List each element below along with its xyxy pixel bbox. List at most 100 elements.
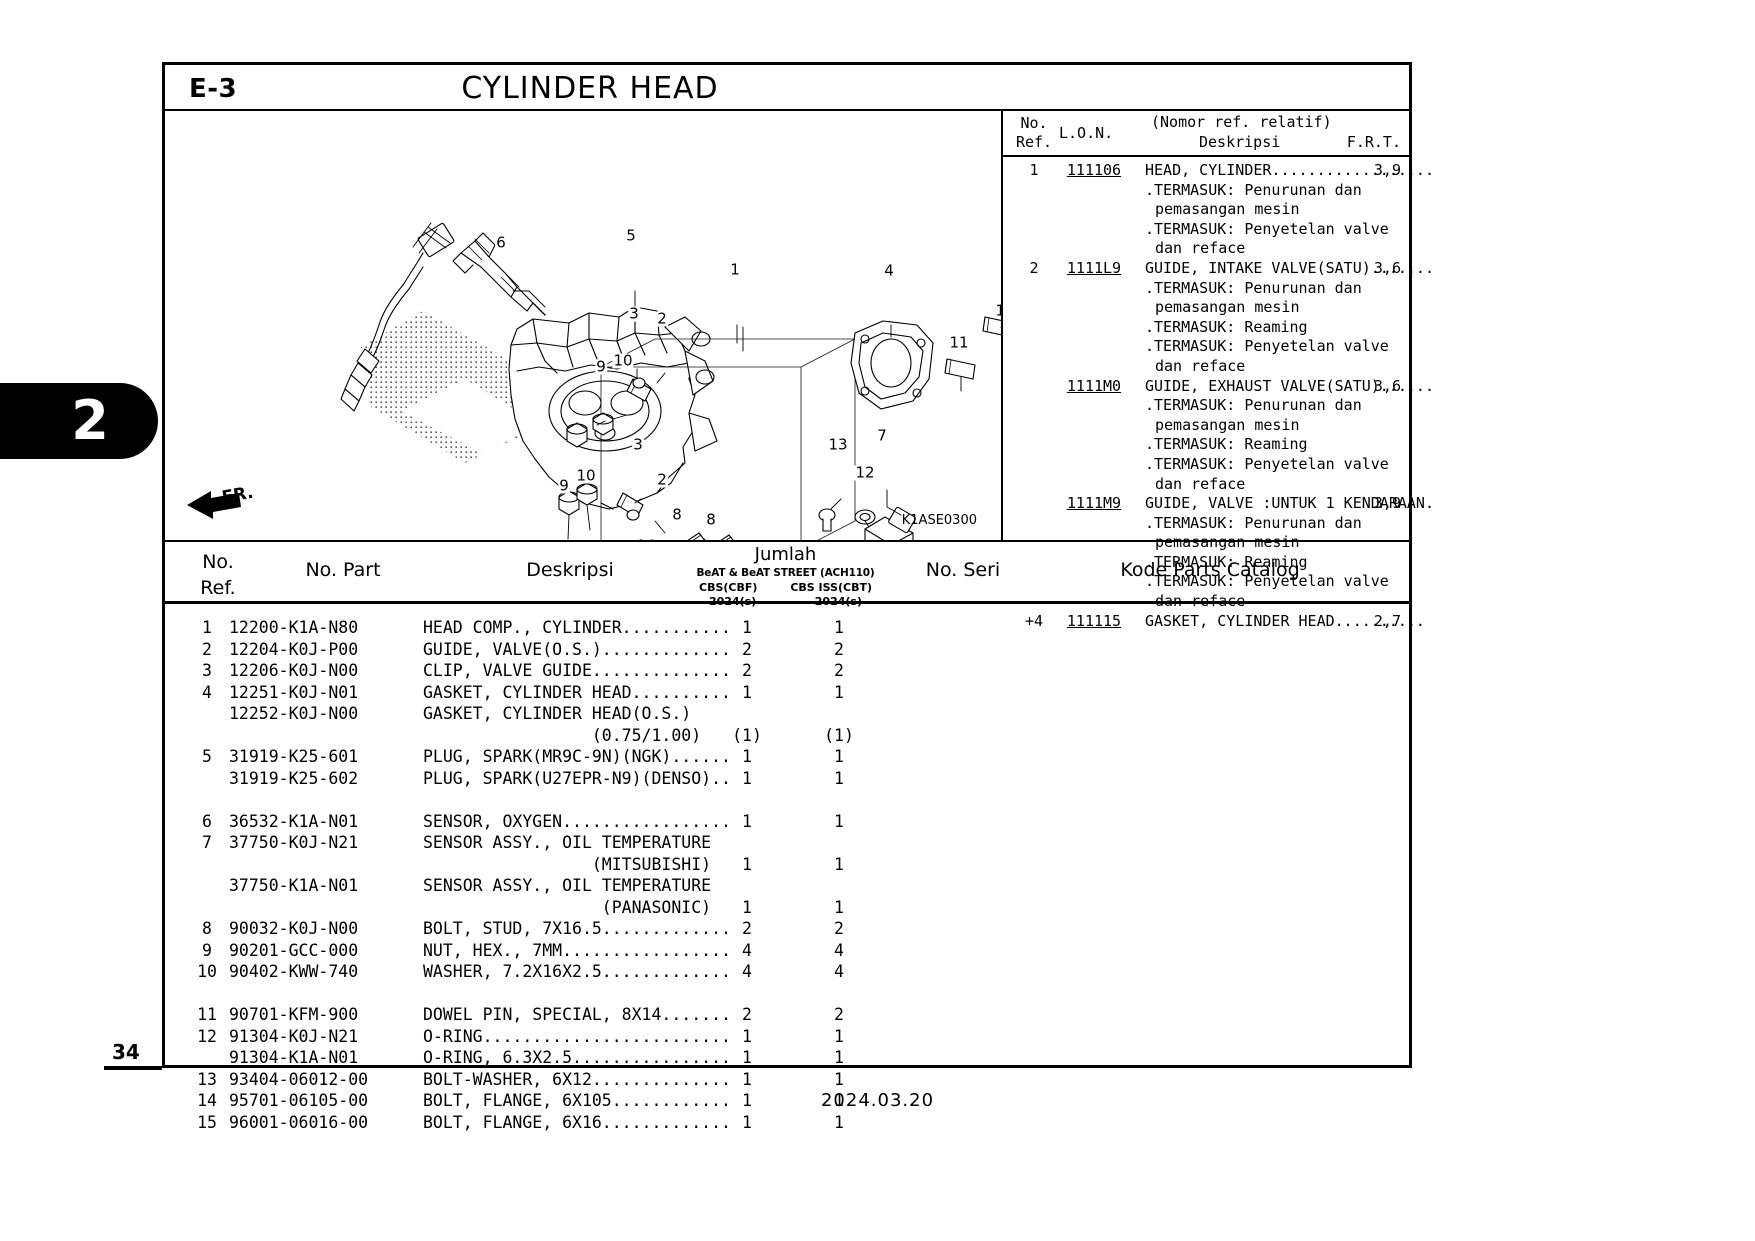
table-row: 3 12206-K0J-N00 CLIP, VALVE GUIDE.........… xyxy=(165,661,1409,683)
ref-row-description: dan reface xyxy=(1155,239,1246,258)
ref-table-row: .TERMASUK: Penurunan dan xyxy=(1003,396,1409,416)
part-row-description: BOLT, FLANGE, 6X105............ xyxy=(423,1091,731,1110)
part-row-part-number[interactable]: 12206-K0J-N00 xyxy=(229,661,359,680)
chapter-number: 2 xyxy=(71,389,109,452)
part-row-qty-cbs-iss: 1 xyxy=(834,1048,844,1067)
part-row-part-number[interactable]: 36532-K1A-N01 xyxy=(229,811,359,831)
ref-table-row: .TERMASUK: Reaming xyxy=(1003,318,1409,338)
table-row xyxy=(165,984,1409,1006)
part-row-number: 9 xyxy=(202,940,212,960)
ref-row-lon[interactable]: 1111M0 xyxy=(1066,376,1122,395)
part-row-description: (0.75/1.00) xyxy=(423,725,702,745)
part-row-part-number[interactable]: 91304-K0J-N21 xyxy=(229,1026,359,1046)
part-row-part-number[interactable]: 96001-06016-00 xyxy=(229,1112,369,1132)
ref-row-number: 2 xyxy=(1029,258,1039,277)
quantity-model: BeAT & BeAT STREET (ACH110) xyxy=(696,567,875,579)
table-row: 31919-K25-602 PLUG, SPARK(U27EPR-N9)(DENS… xyxy=(165,769,1409,791)
part-row-number: 3 xyxy=(202,661,212,680)
part-row-description: SENSOR ASSY., OIL TEMPERATURE xyxy=(423,833,712,852)
ref-row-lon[interactable]: 111106 xyxy=(1066,161,1122,179)
part-row-qty-cbs: 1 xyxy=(742,854,752,874)
part-row-part-number[interactable]: 93404-06012-00 xyxy=(229,1069,369,1089)
parts-header-quantity: Jumlah BeAT & BeAT STREET (ACH110) CBS(C… xyxy=(693,544,878,608)
part-row-part-number[interactable]: 12204-K0J-P00 xyxy=(229,639,359,659)
part-row-qty-cbs-iss: 2 xyxy=(834,919,844,938)
part-row-description: GUIDE, VALVE(O.S.)............. xyxy=(423,639,731,659)
ref-row-frt: 3,9 xyxy=(1373,494,1401,513)
diagram-callout-4: 4 xyxy=(883,261,895,280)
part-row-qty-cbs: 4 xyxy=(742,962,752,981)
part-row-part-number[interactable]: 37750-K0J-N21 xyxy=(229,833,359,852)
ref-row-lon[interactable]: 1111L9 xyxy=(1066,258,1122,277)
diagram-callout-2: 2 xyxy=(656,470,668,489)
ref-table-row: .TERMASUK: Penyetelan valve xyxy=(1003,220,1409,240)
section-code: E-3 xyxy=(189,74,238,104)
part-row-description: PLUG, SPARK(U27EPR-N9)(DENSO).. xyxy=(423,768,731,788)
ref-table-row: .TERMASUK: Penurunan dan xyxy=(1003,279,1409,299)
table-row xyxy=(165,790,1409,812)
ref-row-number: 1 xyxy=(1029,161,1039,179)
part-row-qty-cbs-iss: 1 xyxy=(834,1112,844,1132)
part-row-number: 15 xyxy=(197,1112,217,1132)
part-row-part-number[interactable]: 12200-K1A-N80 xyxy=(229,618,359,637)
part-row-part-number[interactable]: 31919-K25-601 xyxy=(229,747,359,766)
ref-row-description: .TERMASUK: Penyetelan valve xyxy=(1145,454,1389,473)
part-row-part-number[interactable]: 12252-K0J-N00 xyxy=(229,704,359,723)
ref-row-description: .TERMASUK: Penurunan dan xyxy=(1145,278,1362,297)
part-row-part-number[interactable]: 12251-K0J-N01 xyxy=(229,682,359,702)
part-row-description: SENSOR, OXYGEN................. xyxy=(423,811,731,831)
ref-row-description: .TERMASUK: Penurunan dan xyxy=(1145,396,1362,415)
part-row-number: 7 xyxy=(202,833,212,852)
ref-header-noref: No. Ref. xyxy=(1015,114,1053,151)
part-row-qty-cbs-iss: 1 xyxy=(834,811,844,831)
diagram-callout-14: 14 xyxy=(635,538,657,540)
ref-row-description: pemasangan mesin xyxy=(1155,200,1300,219)
diagram-callout-12: 12 xyxy=(854,463,876,482)
part-row-qty-cbs: 2 xyxy=(742,661,752,680)
ref-table-row: pemasangan mesin xyxy=(1003,416,1409,436)
part-row-description: (MITSUBISHI) xyxy=(423,854,712,874)
part-row-description: BOLT, FLANGE, 6X16............. xyxy=(423,1112,731,1132)
parts-header-noref: No. Ref. xyxy=(200,551,236,599)
part-row-part-number[interactable]: 31919-K25-602 xyxy=(229,768,359,788)
diagram-callout-10: 10 xyxy=(612,351,634,370)
table-row: 7 37750-K0J-N21 SENSOR ASSY., OIL TEMPERAT… xyxy=(165,833,1409,855)
table-row: (0.75/1.00)(1)(1) xyxy=(165,726,1409,748)
parts-header-serial: No. Seri xyxy=(925,559,1001,581)
diagram-callout-1: 1 xyxy=(729,260,741,279)
page-number-rule xyxy=(104,1066,162,1070)
part-row-part-number[interactable]: 91304-K1A-N01 xyxy=(229,1048,359,1067)
footer-date: 2024.03.20 xyxy=(820,1090,935,1111)
part-row-qty-cbs-iss: 4 xyxy=(834,940,844,960)
part-row-description: NUT, HEX., 7MM................. xyxy=(423,940,731,960)
part-row-part-number[interactable]: 90032-K0J-N00 xyxy=(229,919,359,938)
ref-table-row: .TERMASUK: Penyetelan valve xyxy=(1003,455,1409,475)
ref-row-lon[interactable]: 111115 xyxy=(1066,611,1122,630)
ref-row-lon[interactable]: 1111M9 xyxy=(1066,494,1122,513)
part-row-qty-cbs: 1 xyxy=(742,1091,752,1110)
part-row-number: 11 xyxy=(197,1005,217,1024)
part-row-part-number[interactable]: 37750-K1A-N01 xyxy=(229,876,359,895)
part-row-part-number[interactable]: 95701-06105-00 xyxy=(229,1091,369,1110)
part-row-qty-cbs: 1 xyxy=(742,1069,752,1089)
part-row-part-number[interactable]: 90402-KWW-740 xyxy=(229,962,359,981)
ref-row-description: GUIDE, VALVE :UNTUK 1 KENDARAAN. xyxy=(1145,494,1434,513)
part-row-part-number[interactable]: 90201-GCC-000 xyxy=(229,940,359,960)
part-row-description: CLIP, VALVE GUIDE.............. xyxy=(423,661,731,680)
front-direction-arrow: FR. xyxy=(185,483,271,527)
part-row-qty-cbs: 1 xyxy=(742,1112,752,1132)
part-row-part-number[interactable]: 90701-KFM-900 xyxy=(229,1005,359,1024)
table-row: 15 96001-06016-00 BOLT, FLANGE, 6X16......… xyxy=(165,1113,1409,1135)
ref-row-description: .TERMASUK: Penyetelan valve xyxy=(1145,337,1389,356)
page-number: 34 xyxy=(112,1040,140,1064)
part-row-number: 8 xyxy=(202,919,212,938)
ref-row-frt: 3,9 xyxy=(1373,161,1401,179)
